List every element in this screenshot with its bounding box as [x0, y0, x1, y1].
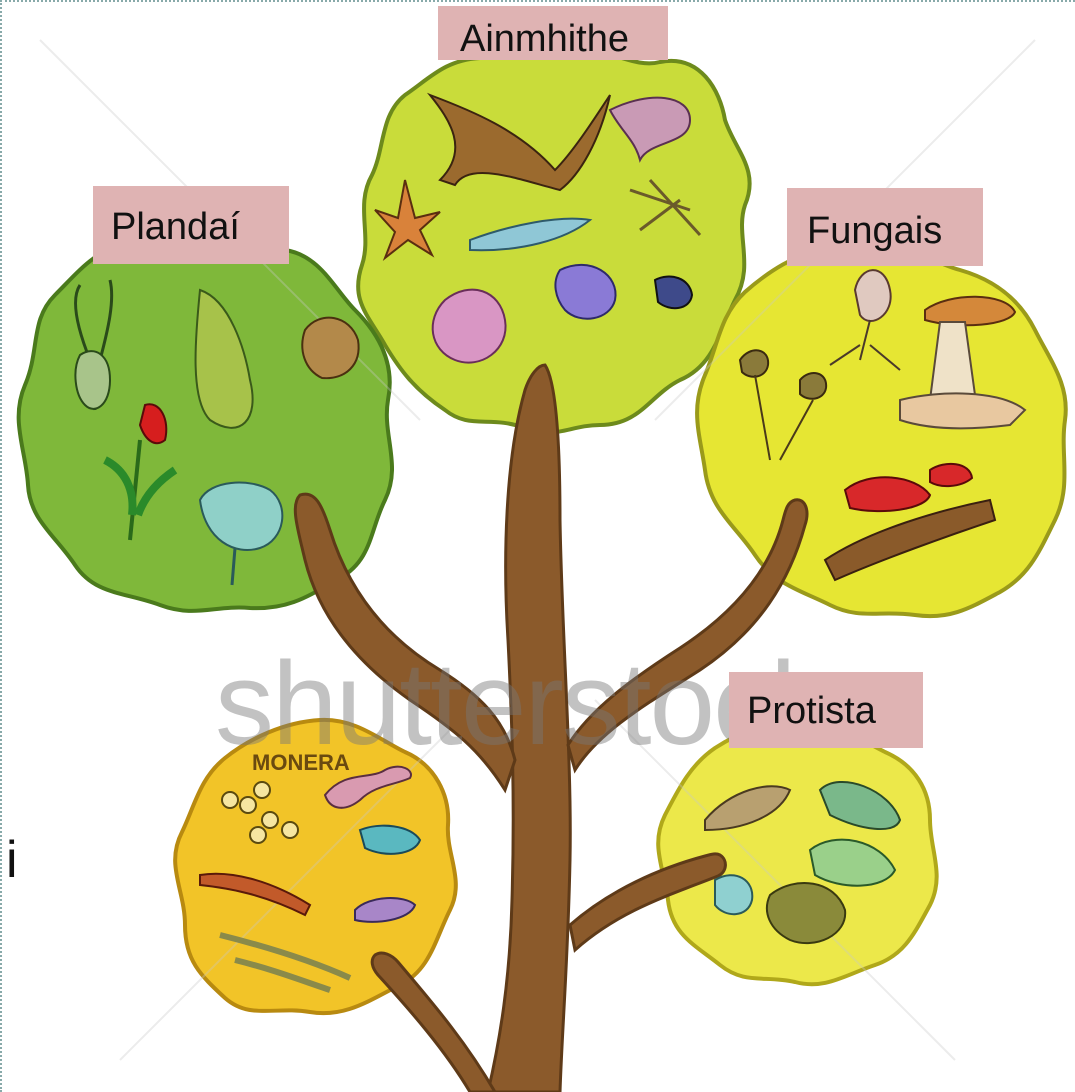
- label-protists: Protista: [729, 672, 923, 748]
- text-cursor-mark: i: [6, 830, 18, 890]
- branch-lower-left: [372, 953, 495, 1092]
- label-plants: Plandaí: [93, 186, 289, 264]
- label-fungi: Fungais: [787, 188, 983, 266]
- label-animals: Ainmhithe: [438, 6, 668, 60]
